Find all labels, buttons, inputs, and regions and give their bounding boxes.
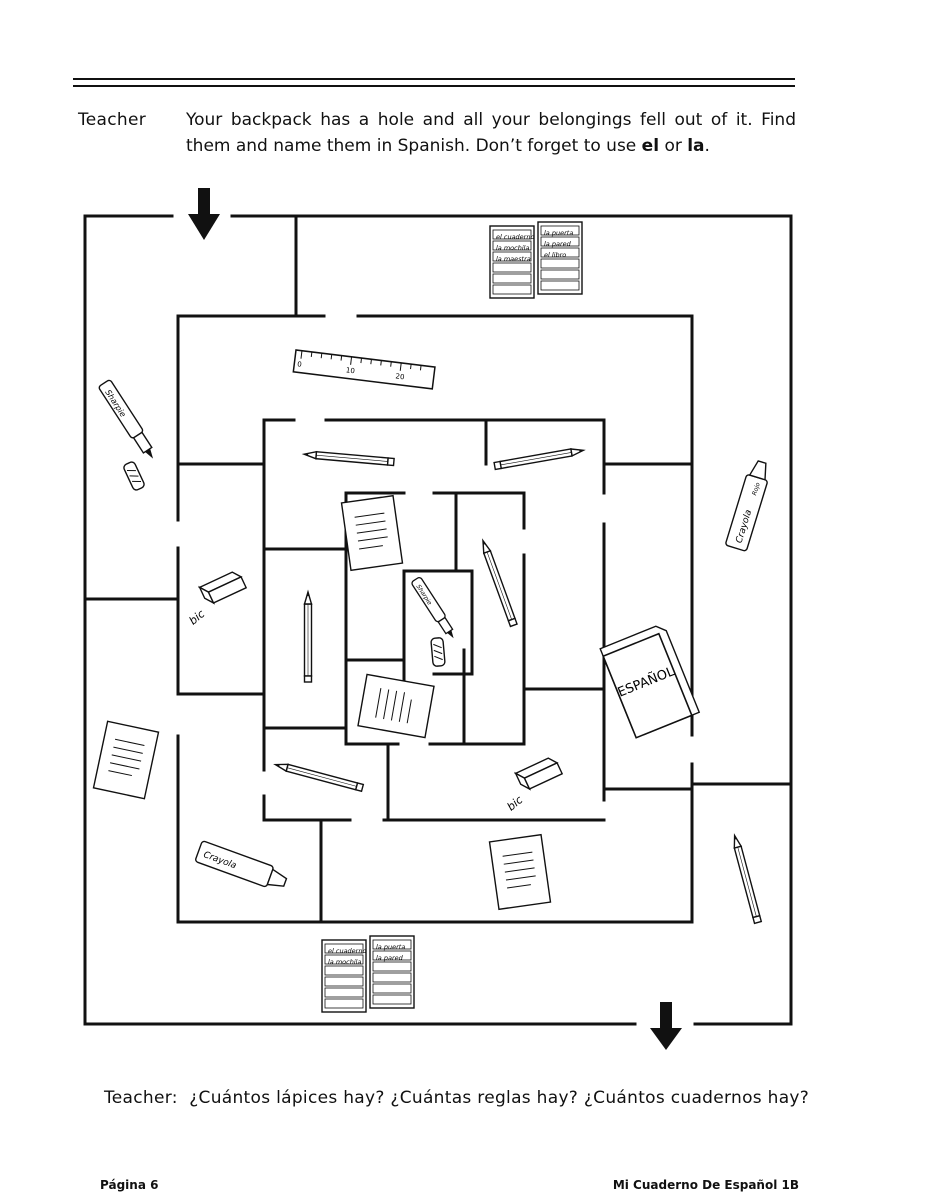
header-rule-top <box>73 78 795 80</box>
eraser-brand: bic <box>187 607 208 627</box>
maze-walls <box>83 214 793 1026</box>
start-arrow-icon <box>188 188 220 240</box>
paper-icon <box>92 720 160 800</box>
instructions-text: Your backpack has a hole and all your be… <box>186 107 796 159</box>
notebook-word: la mochila <box>496 244 529 252</box>
notebook-word: el cuaderno <box>328 947 366 955</box>
question-speaker: Teacher: <box>104 1088 178 1108</box>
pencil-icon <box>730 833 762 925</box>
ruler-tick-label: 20 <box>395 372 405 381</box>
notebook-word: la puerta <box>376 943 405 951</box>
notebook-word: el cuaderno <box>496 233 534 241</box>
pencil-icon <box>493 446 585 471</box>
question-line: Teacher: ¿Cuántos lápices hay? ¿Cuántas … <box>104 1088 809 1108</box>
book-icon: ESPAÑOL <box>599 625 701 739</box>
article-la: la <box>687 136 705 156</box>
speaker-label: Teacher <box>78 110 147 130</box>
eraser-icon: bic <box>505 754 563 814</box>
ruler-tick-label: 10 <box>345 366 355 375</box>
question-text: ¿Cuántos lápices hay? ¿Cuántas reglas ha… <box>189 1088 810 1108</box>
paper-icon <box>357 673 435 739</box>
ruler-icon: 0 10 20 <box>292 349 436 390</box>
eraser-brand: bic <box>505 793 526 813</box>
ruler-tick-label: 0 <box>297 360 302 368</box>
notebook-word: la pared <box>544 240 572 248</box>
pencil-icon <box>303 591 313 683</box>
page-number: Página 6 <box>100 1178 159 1192</box>
book-name: Mi Cuaderno De Español 1B <box>612 1178 799 1192</box>
instructions-body: Your backpack has a hole and all your be… <box>186 110 796 156</box>
instructions-period: . <box>704 136 710 156</box>
notebook-word: la mochila <box>328 958 361 966</box>
pencil-icon <box>273 760 365 792</box>
eraser-icon: bic <box>187 568 247 628</box>
notebook-word: el libro <box>544 251 566 259</box>
pencil-icon <box>478 538 518 628</box>
notebook-word: la pared <box>376 954 404 962</box>
notebook-word: la maestra <box>496 255 531 263</box>
notebook-icon-bottom: el cuaderno la mochila la puerta la pare… <box>321 935 415 1013</box>
marker-icon: Sharpie <box>98 379 154 459</box>
notebook-word: la puerta <box>544 229 573 237</box>
article-el: el <box>641 136 660 156</box>
article-or: or <box>664 136 682 156</box>
paper-icon <box>340 495 404 571</box>
crayon-icon: Crayola <box>195 840 288 888</box>
header-rule-bottom <box>73 85 795 87</box>
clip-icon <box>121 460 147 492</box>
marker-icon: Sharpie <box>411 576 454 639</box>
pencil-icon <box>303 449 395 467</box>
clip-icon <box>430 636 446 668</box>
exit-arrow-icon <box>650 1002 682 1050</box>
paper-icon <box>488 834 552 910</box>
notebook-icon-top: el cuaderno la mochila la maestra la pue… <box>489 221 583 299</box>
crayon-color: Rojo <box>751 481 762 496</box>
crayon-icon: Crayola Rojo <box>725 460 768 552</box>
